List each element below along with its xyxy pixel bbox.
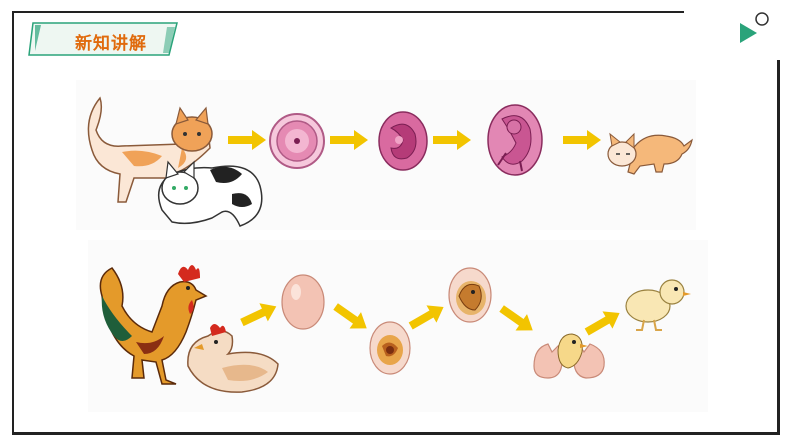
arrow-icon — [584, 311, 620, 336]
frame-bottom-line — [12, 432, 780, 435]
egg-late-embryo-image — [448, 267, 492, 323]
arrow-icon — [433, 130, 471, 150]
page-title: 新知讲解 — [75, 34, 147, 54]
arrow-icon — [499, 305, 533, 331]
play-logo-icon[interactable] — [738, 11, 774, 45]
kitten-image — [607, 132, 693, 175]
arrow-icon — [228, 130, 266, 150]
frame-top-line — [12, 11, 684, 13]
fetus-image — [487, 104, 543, 176]
adult-cats-image — [87, 96, 263, 227]
egg-embryo-image — [369, 321, 411, 375]
zygote-image — [269, 113, 325, 169]
hatching-chick-image — [533, 333, 605, 379]
arrow-icon — [330, 130, 368, 150]
egg-image — [281, 274, 325, 330]
early-embryo-image — [378, 111, 428, 171]
adult-chickens-image — [99, 265, 279, 393]
chick-image — [625, 279, 691, 331]
arrow-icon — [408, 305, 444, 330]
title-tab-shape — [28, 22, 178, 56]
arrow-icon — [240, 303, 277, 327]
frame-left-line — [12, 11, 14, 433]
frame-right-line — [777, 60, 780, 435]
arrow-icon — [333, 303, 367, 329]
arrow-icon — [563, 130, 601, 150]
